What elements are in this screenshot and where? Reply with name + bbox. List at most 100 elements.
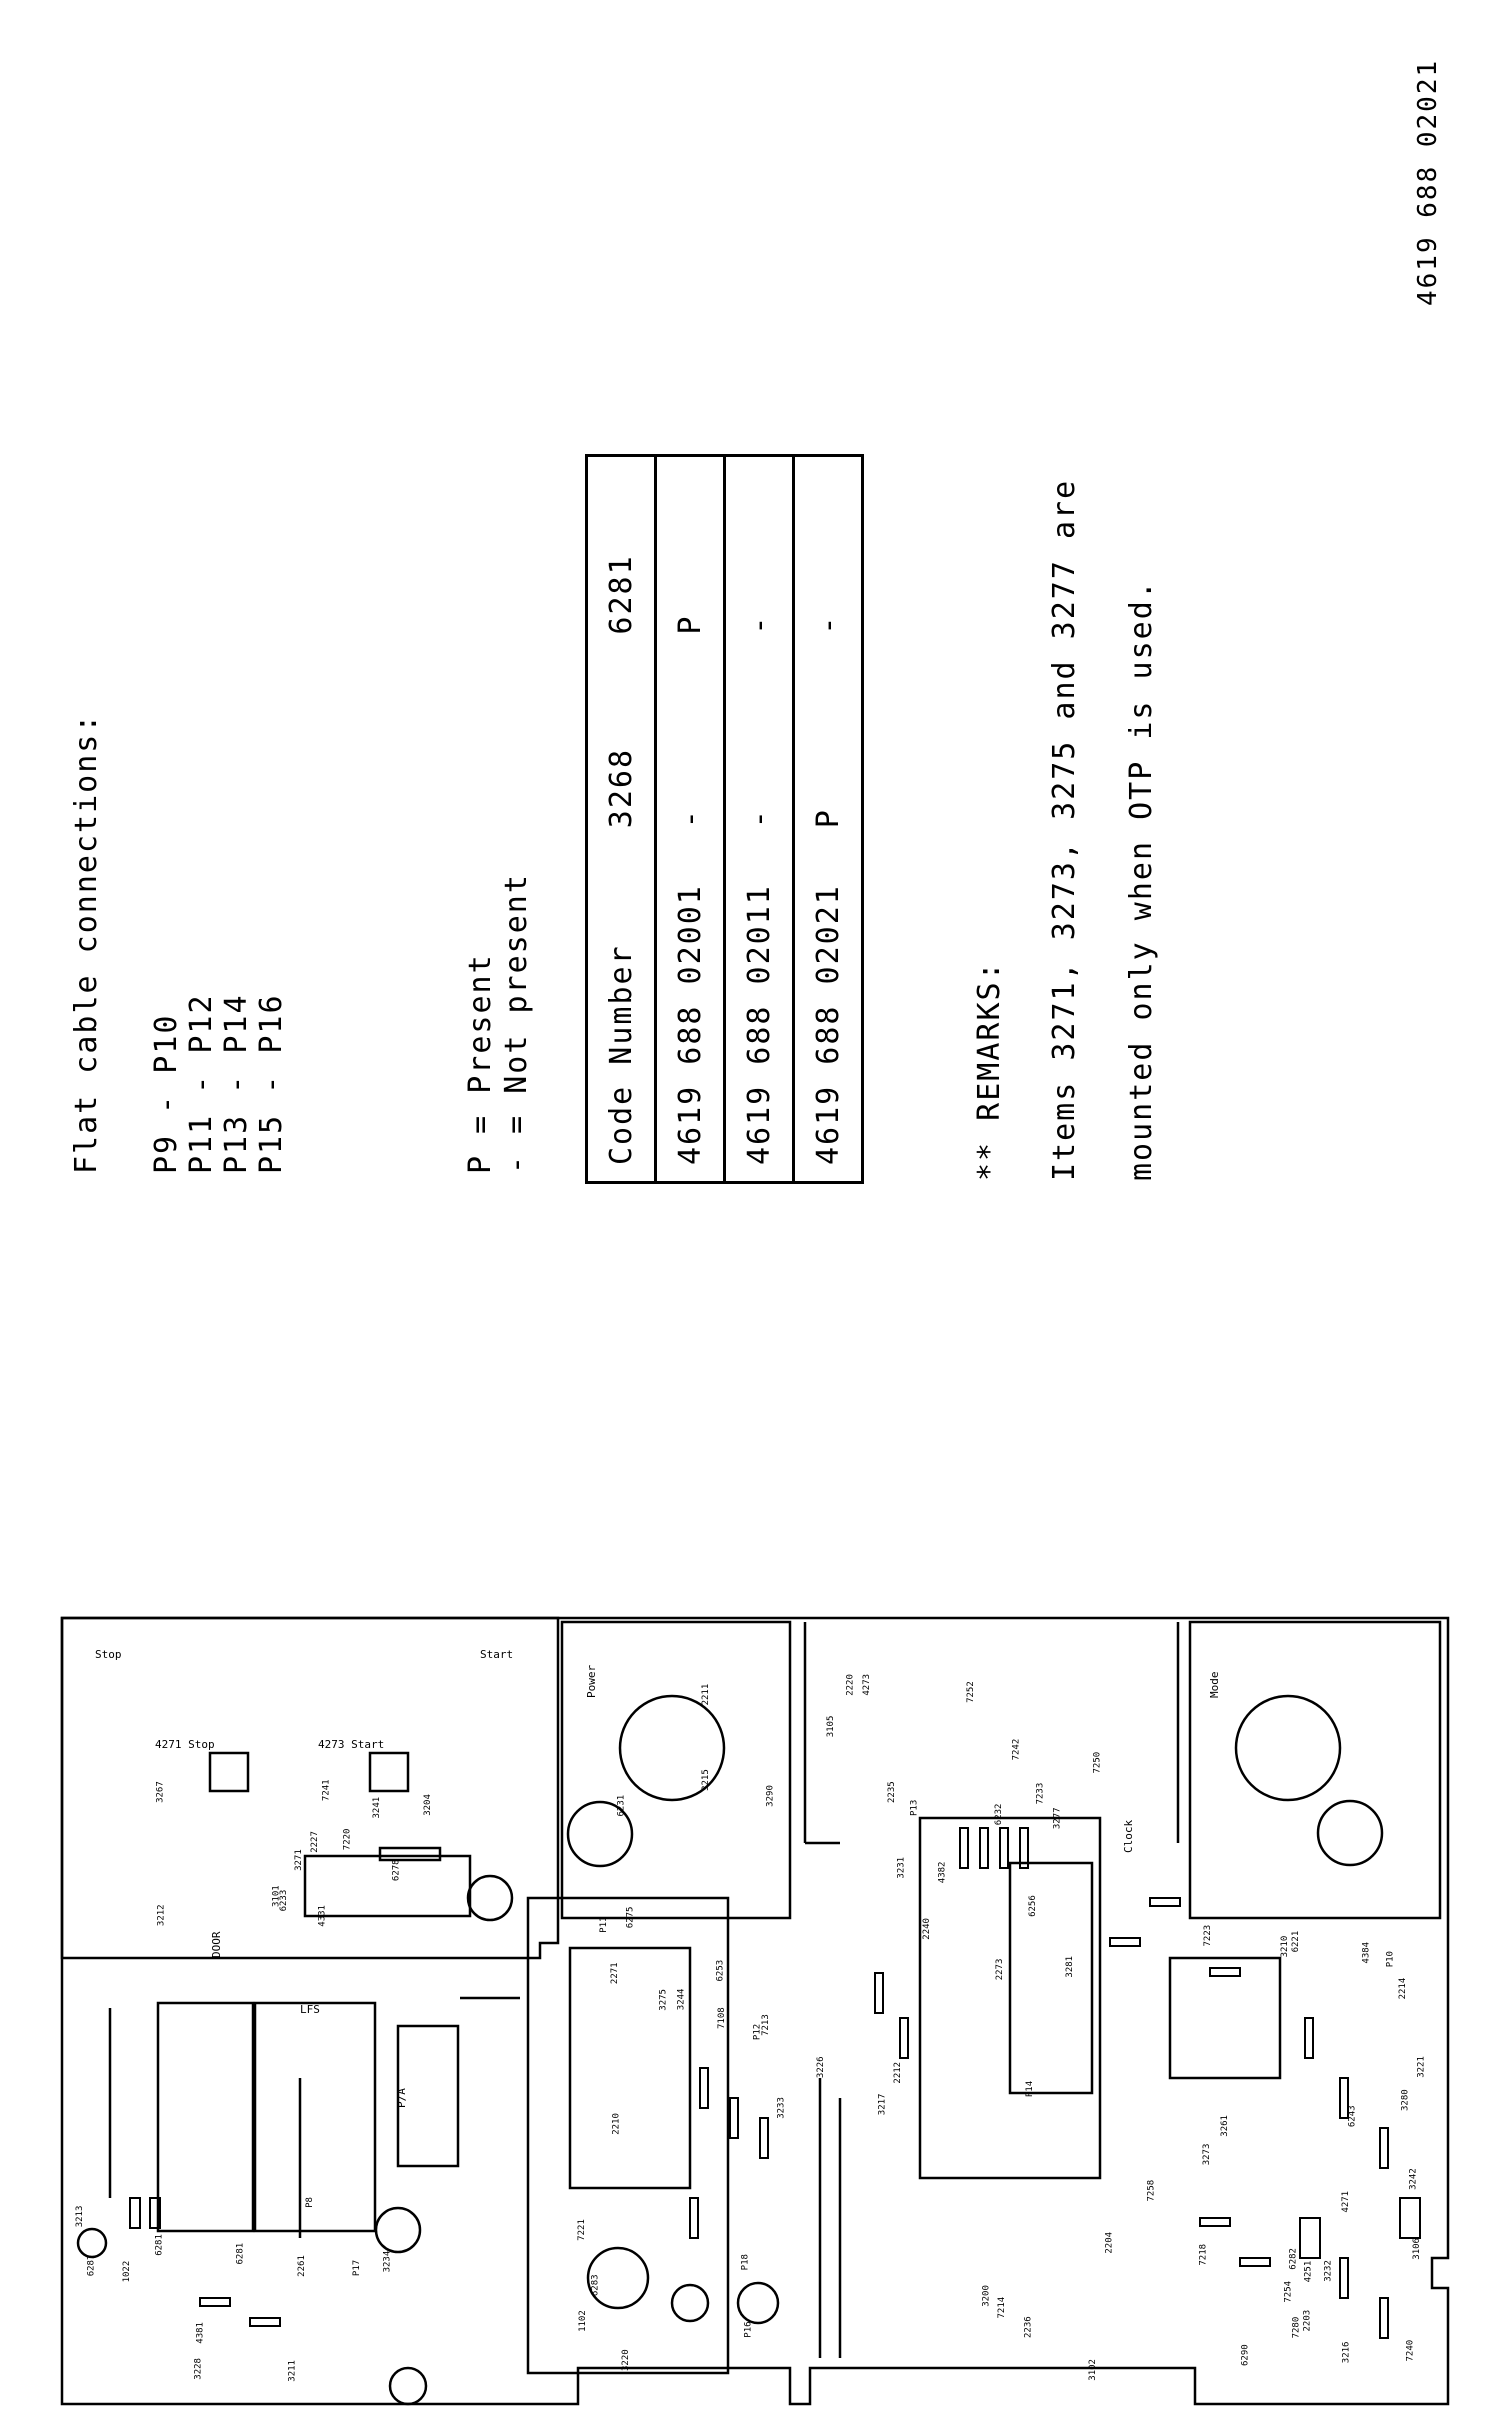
component-ref: 3101 xyxy=(272,1885,282,1907)
component-ref: 7223 xyxy=(1203,1925,1213,1947)
transformer-2 xyxy=(253,2001,377,2233)
cell-6281: - xyxy=(793,455,863,651)
component-ref: P12 xyxy=(752,2024,762,2040)
relay-block xyxy=(396,2024,460,2168)
component-ref: 7221 xyxy=(577,2219,587,2241)
table-header-row: Code Number 3268 6281 xyxy=(587,456,656,1183)
header-6281: 6281 xyxy=(603,554,639,635)
component-ref: 3215 xyxy=(701,1769,711,1791)
code-table: Code Number 3268 6281 4619 688 02001 - P… xyxy=(585,454,864,1184)
component-ref: 6278 xyxy=(391,1859,401,1881)
component-ref: 1102 xyxy=(578,2310,588,2332)
component-ref: 4381 xyxy=(196,2322,206,2344)
remarks-line-1: Items 3271, 3273, 3275 and 3277 are xyxy=(1047,478,1082,1181)
component-ref: 2210 xyxy=(612,2113,622,2135)
component-ref: P14 xyxy=(1025,2081,1035,2097)
component-ref: 2271 xyxy=(610,1962,620,1984)
microcontroller xyxy=(918,1816,1102,2180)
flat-cable-title: Flat cable connections: xyxy=(69,712,104,1174)
cell-6281: - xyxy=(724,455,794,651)
component-ref: 7214 xyxy=(997,2297,1007,2319)
component-ref: 6221 xyxy=(1291,1931,1301,1953)
cell-code: 4619 688 02021 xyxy=(793,844,863,1183)
legend-not-present: - = Not present xyxy=(499,873,534,1174)
component-ref: P11 xyxy=(599,1917,609,1933)
header-3268: 3268 xyxy=(603,747,639,829)
component-ref: 3105 xyxy=(826,1716,836,1738)
component-ref: 7241 xyxy=(322,1779,332,1801)
connector-block xyxy=(303,1854,472,1918)
component-ref: P10 xyxy=(1385,1951,1395,1967)
component-ref: 7233 xyxy=(1035,1783,1045,1805)
component-ref: 2273 xyxy=(995,1959,1005,1981)
component-ref: 4331 xyxy=(317,1905,327,1927)
table-row: 4619 688 02011 - - xyxy=(724,455,794,1183)
component-ref: 7220 xyxy=(342,1829,352,1851)
component-ref: 7108 xyxy=(717,2007,727,2029)
component-ref: 6232 xyxy=(994,1804,1004,1826)
component-ref: 3233 xyxy=(776,2097,786,2119)
crystal-block xyxy=(1168,1956,1282,2080)
component-ref: 1022 xyxy=(122,2261,132,2283)
clock-label: Clock xyxy=(1122,1820,1135,1853)
component-ref: 3261 xyxy=(1220,2115,1230,2137)
component-ref: 3204 xyxy=(423,1794,433,1816)
document-number: 4619 688 02021 xyxy=(1413,58,1443,306)
component-ref: 3275 xyxy=(659,1989,669,2011)
component-ref: 4382 xyxy=(938,1862,948,1884)
component-ref: 3277 xyxy=(1053,1807,1063,1829)
component-ref: 3280 xyxy=(1401,2089,1411,2111)
component-ref: 6287 xyxy=(86,2255,96,2277)
key-panel-outline xyxy=(60,1616,560,1960)
ic-chip xyxy=(1008,1861,1094,2095)
shield-can xyxy=(526,1896,730,2375)
remarks-heading: ** REMARKS: xyxy=(972,960,1007,1181)
component-ref: 6281 xyxy=(154,2234,164,2256)
transformer-1 xyxy=(156,2001,255,2233)
component-ref: P17 xyxy=(352,2260,362,2276)
component-ref: 3242 xyxy=(1408,2168,1418,2190)
board-divider xyxy=(803,1622,1180,1845)
capacitor xyxy=(374,2206,422,2254)
trace xyxy=(108,1996,842,2358)
component-ref: 3290 xyxy=(766,1785,776,1807)
component-ref: 2261 xyxy=(297,2255,307,2277)
capacitor-large xyxy=(566,1800,634,1868)
component-ref: 7250 xyxy=(1093,1752,1103,1774)
capacitor-large xyxy=(1316,1799,1384,1867)
pcb-layout-diagram: Stop Start Power Mode Clock DOOR LFS P/A… xyxy=(60,1616,1450,2406)
table-row: 4619 688 02021 P - xyxy=(793,455,863,1183)
component-ref: 3232 xyxy=(1324,2260,1334,2282)
door-label: DOOR xyxy=(210,1931,223,1958)
component-ref: 2240 xyxy=(922,1918,932,1940)
component-ref: 3231 xyxy=(897,1857,907,1879)
mode-switch xyxy=(1234,1694,1342,1802)
component-ref: 4271 xyxy=(1341,2191,1351,2213)
connection-line: P9 - P10 xyxy=(149,1013,184,1175)
component-ref: P13 xyxy=(909,1800,919,1816)
component-ref: 6256 xyxy=(1028,1895,1038,1917)
stop-label: Stop xyxy=(95,1648,122,1661)
component-ref: 2236 xyxy=(1023,2316,1033,2338)
stop-key-label: 4271 Stop xyxy=(155,1738,215,1751)
component-ref: 6253 xyxy=(716,1960,726,1982)
component-ref: 3200 xyxy=(982,2285,992,2307)
component-ref: 3226 xyxy=(816,2056,826,2078)
start-key-label: 4273 Start xyxy=(318,1738,384,1751)
component-ref: 3216 xyxy=(1342,2342,1352,2364)
component-ref: 6282 xyxy=(1289,2248,1299,2270)
component-ref: 6283 xyxy=(591,2274,601,2296)
component-ref: 3102 xyxy=(1088,2359,1098,2381)
component-ref: P8 xyxy=(305,2197,315,2208)
component-ref: 3220 xyxy=(621,2349,631,2371)
cell-6281: P xyxy=(655,455,725,651)
component-ref: 7240 xyxy=(1405,2340,1415,2362)
component-ref: 6275 xyxy=(626,1907,636,1929)
capacitor xyxy=(466,1874,514,1922)
component-ref: 7252 xyxy=(966,1681,976,1703)
mode-switch-outline xyxy=(1188,1620,1442,1920)
component-ref: 2220 xyxy=(845,1674,855,1696)
component-ref: 6243 xyxy=(1348,2105,1358,2127)
capacitor xyxy=(76,2227,108,2259)
component-ref: 3211 xyxy=(288,2360,298,2382)
